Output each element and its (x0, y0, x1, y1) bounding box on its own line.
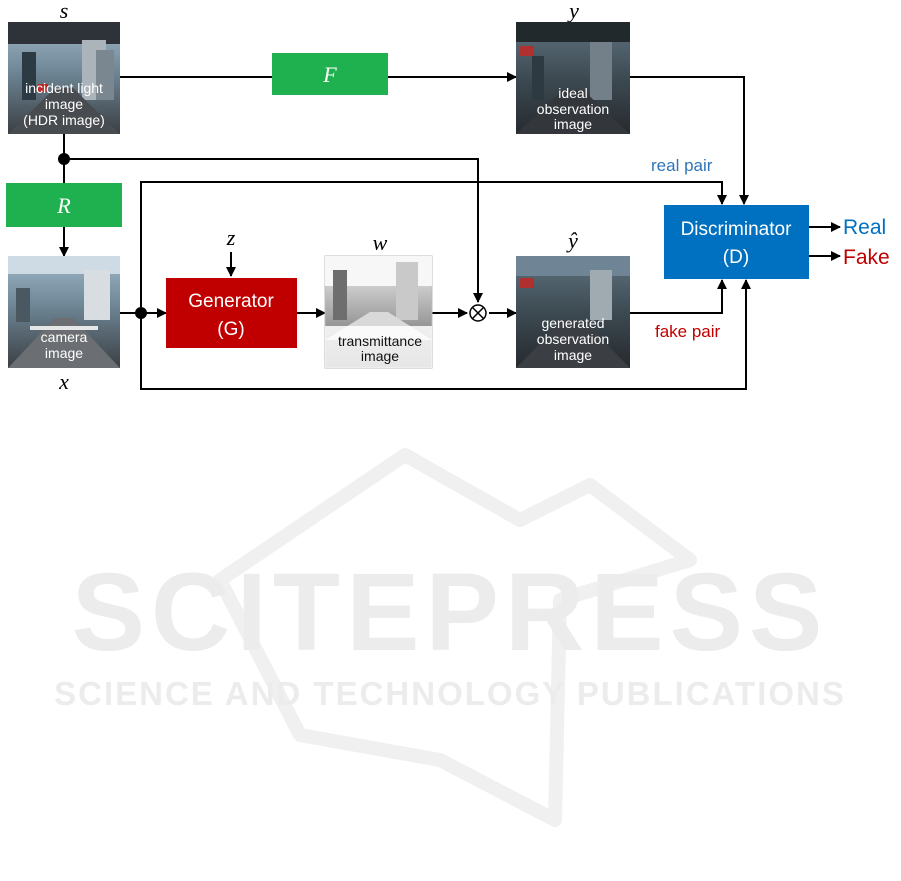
ideal-caption-line3: image (554, 116, 592, 132)
generated-caption-line3: image (554, 347, 592, 363)
watermark-subtitle: SCIENCE AND TECHNOLOGY PUBLICATIONS (54, 675, 846, 712)
var-yhat-label: ŷ (566, 228, 578, 253)
camera-image: camera image (8, 256, 120, 368)
f-block-label: F (322, 62, 337, 87)
incident-caption-line1: incident light (25, 80, 103, 96)
transmittance-caption-line1: transmittance (338, 333, 422, 349)
generator-label-line2: (G) (217, 319, 244, 340)
generated-observation-image: generated observation image (516, 256, 630, 368)
discriminator-block: Discriminator (D) (664, 205, 809, 279)
generated-caption-line2: observation (537, 331, 609, 347)
r-block-label: R (56, 193, 71, 218)
transmittance-caption-line2: image (361, 348, 399, 364)
watermark: SCITEPRESS SCIENCE AND TECHNOLOGY PUBLIC… (54, 455, 846, 820)
ideal-observation-image: ideal observation image (516, 22, 630, 134)
var-w-label: w (373, 230, 388, 255)
var-x-label: x (58, 369, 69, 394)
camera-caption-line2: image (45, 345, 83, 361)
generated-caption-line1: generated (541, 315, 604, 331)
arrow-fake-pair-path (630, 280, 722, 313)
r-block: R (6, 183, 122, 227)
fake-pair-label: fake pair (655, 322, 721, 341)
generator-block: Generator (G) (166, 278, 297, 348)
watermark-title: SCITEPRESS (72, 551, 829, 674)
junction-dot-s (58, 153, 70, 165)
incident-caption-line3: (HDR image) (23, 112, 105, 128)
var-y-label: y (567, 0, 579, 23)
camera-caption-line1: camera (41, 329, 88, 345)
discriminator-label-line2: (D) (723, 247, 749, 268)
incident-caption-line2: image (45, 96, 83, 112)
output-real-label: Real (843, 216, 886, 239)
multiply-node (470, 305, 486, 321)
var-z-label: z (226, 225, 236, 250)
generator-label-line1: Generator (188, 291, 274, 312)
ideal-caption-line2: observation (537, 101, 609, 117)
output-fake-label: Fake (843, 246, 890, 269)
f-block: F (272, 53, 388, 95)
arrow-y-to-discriminator (630, 77, 744, 204)
junction-dot-x (135, 307, 147, 319)
var-s-label: s (60, 0, 69, 23)
real-pair-label: real pair (651, 156, 713, 175)
discriminator-label-line1: Discriminator (681, 219, 793, 240)
transmittance-image: transmittance image (325, 256, 432, 368)
ideal-caption-line1: ideal (558, 85, 588, 101)
incident-light-image: incident light image (HDR image) (8, 22, 120, 134)
